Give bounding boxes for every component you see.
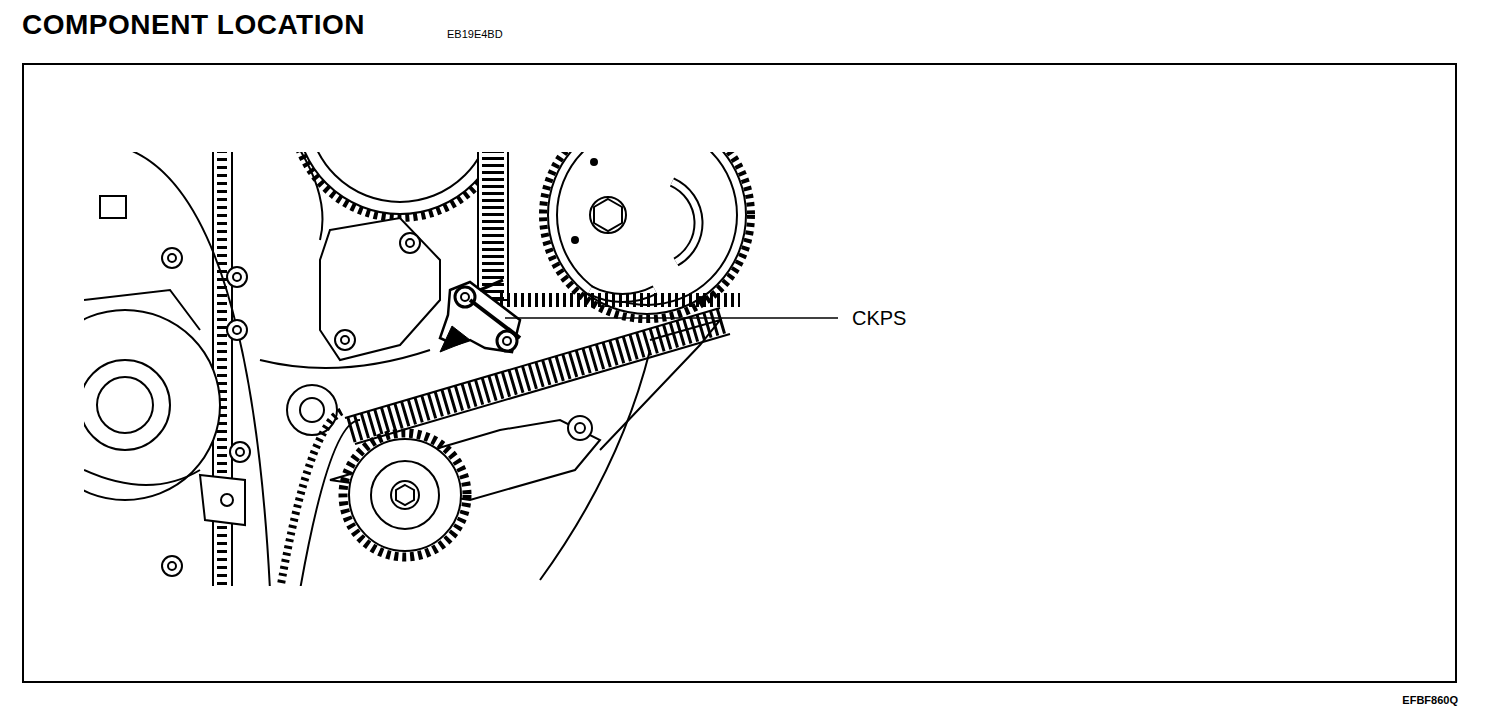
section-code-wrap: EB19E4BD [447,24,503,42]
leader-line [440,280,838,352]
timing-belt-drawing [84,152,751,586]
section-code: EB19E4BD [447,29,503,40]
page-title: COMPONENT LOCATION [22,11,365,39]
part-label-wrap: CKPS [852,308,906,329]
part-label: CKPS [852,308,906,328]
figure-code-wrap: EFBF860Q [1402,690,1458,708]
page-title-wrap: COMPONENT LOCATION [22,11,365,39]
figure-code: EFBF860Q [1402,695,1458,706]
frame [23,64,1456,682]
